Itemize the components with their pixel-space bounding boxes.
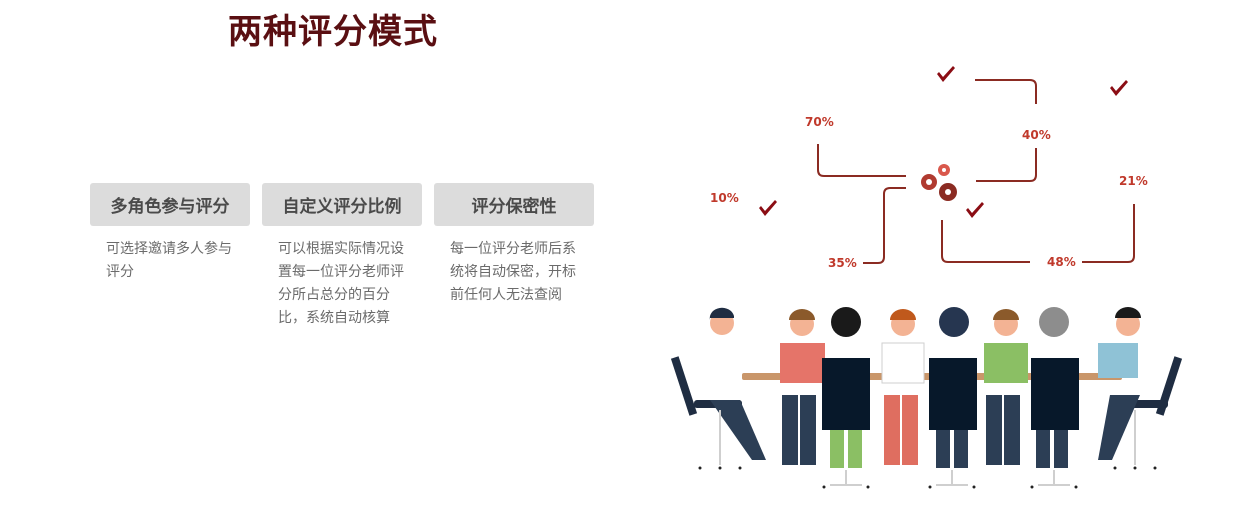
percent-label-10: 10% (710, 191, 739, 205)
check-icon (1110, 80, 1128, 96)
percent-label-21: 21% (1119, 174, 1148, 188)
card-text-custom-ratio: 可以根据实际情况设置每一位评分老师评分所占总分的百分比，系统自动核算 (278, 241, 404, 326)
check-icon (966, 202, 984, 218)
meeting-illustration: 70% 40% 10% 21% 35% 48% (670, 66, 1183, 489)
percent-label-70: 70% (805, 115, 834, 129)
card-header-confidentiality: 评分保密性 (434, 183, 594, 226)
percent-label-48: 48% (1047, 255, 1076, 269)
percent-label-40: 40% (1022, 128, 1051, 142)
check-icon (937, 66, 955, 82)
check-icon (759, 200, 777, 216)
card-header-multi-role: 多角色参与评分 (90, 183, 250, 226)
card-header-custom-ratio: 自定义评分比例 (262, 183, 422, 226)
card-text-confidentiality: 每一位评分老师后系统将自动保密，开标前任何人无法查阅 (450, 241, 576, 303)
card-text-multi-role: 可选择邀请多人参与评分 (106, 241, 232, 280)
percent-label-35: 35% (828, 256, 857, 270)
gear-icon (921, 164, 957, 201)
page-title: 两种评分模式 (228, 12, 438, 52)
